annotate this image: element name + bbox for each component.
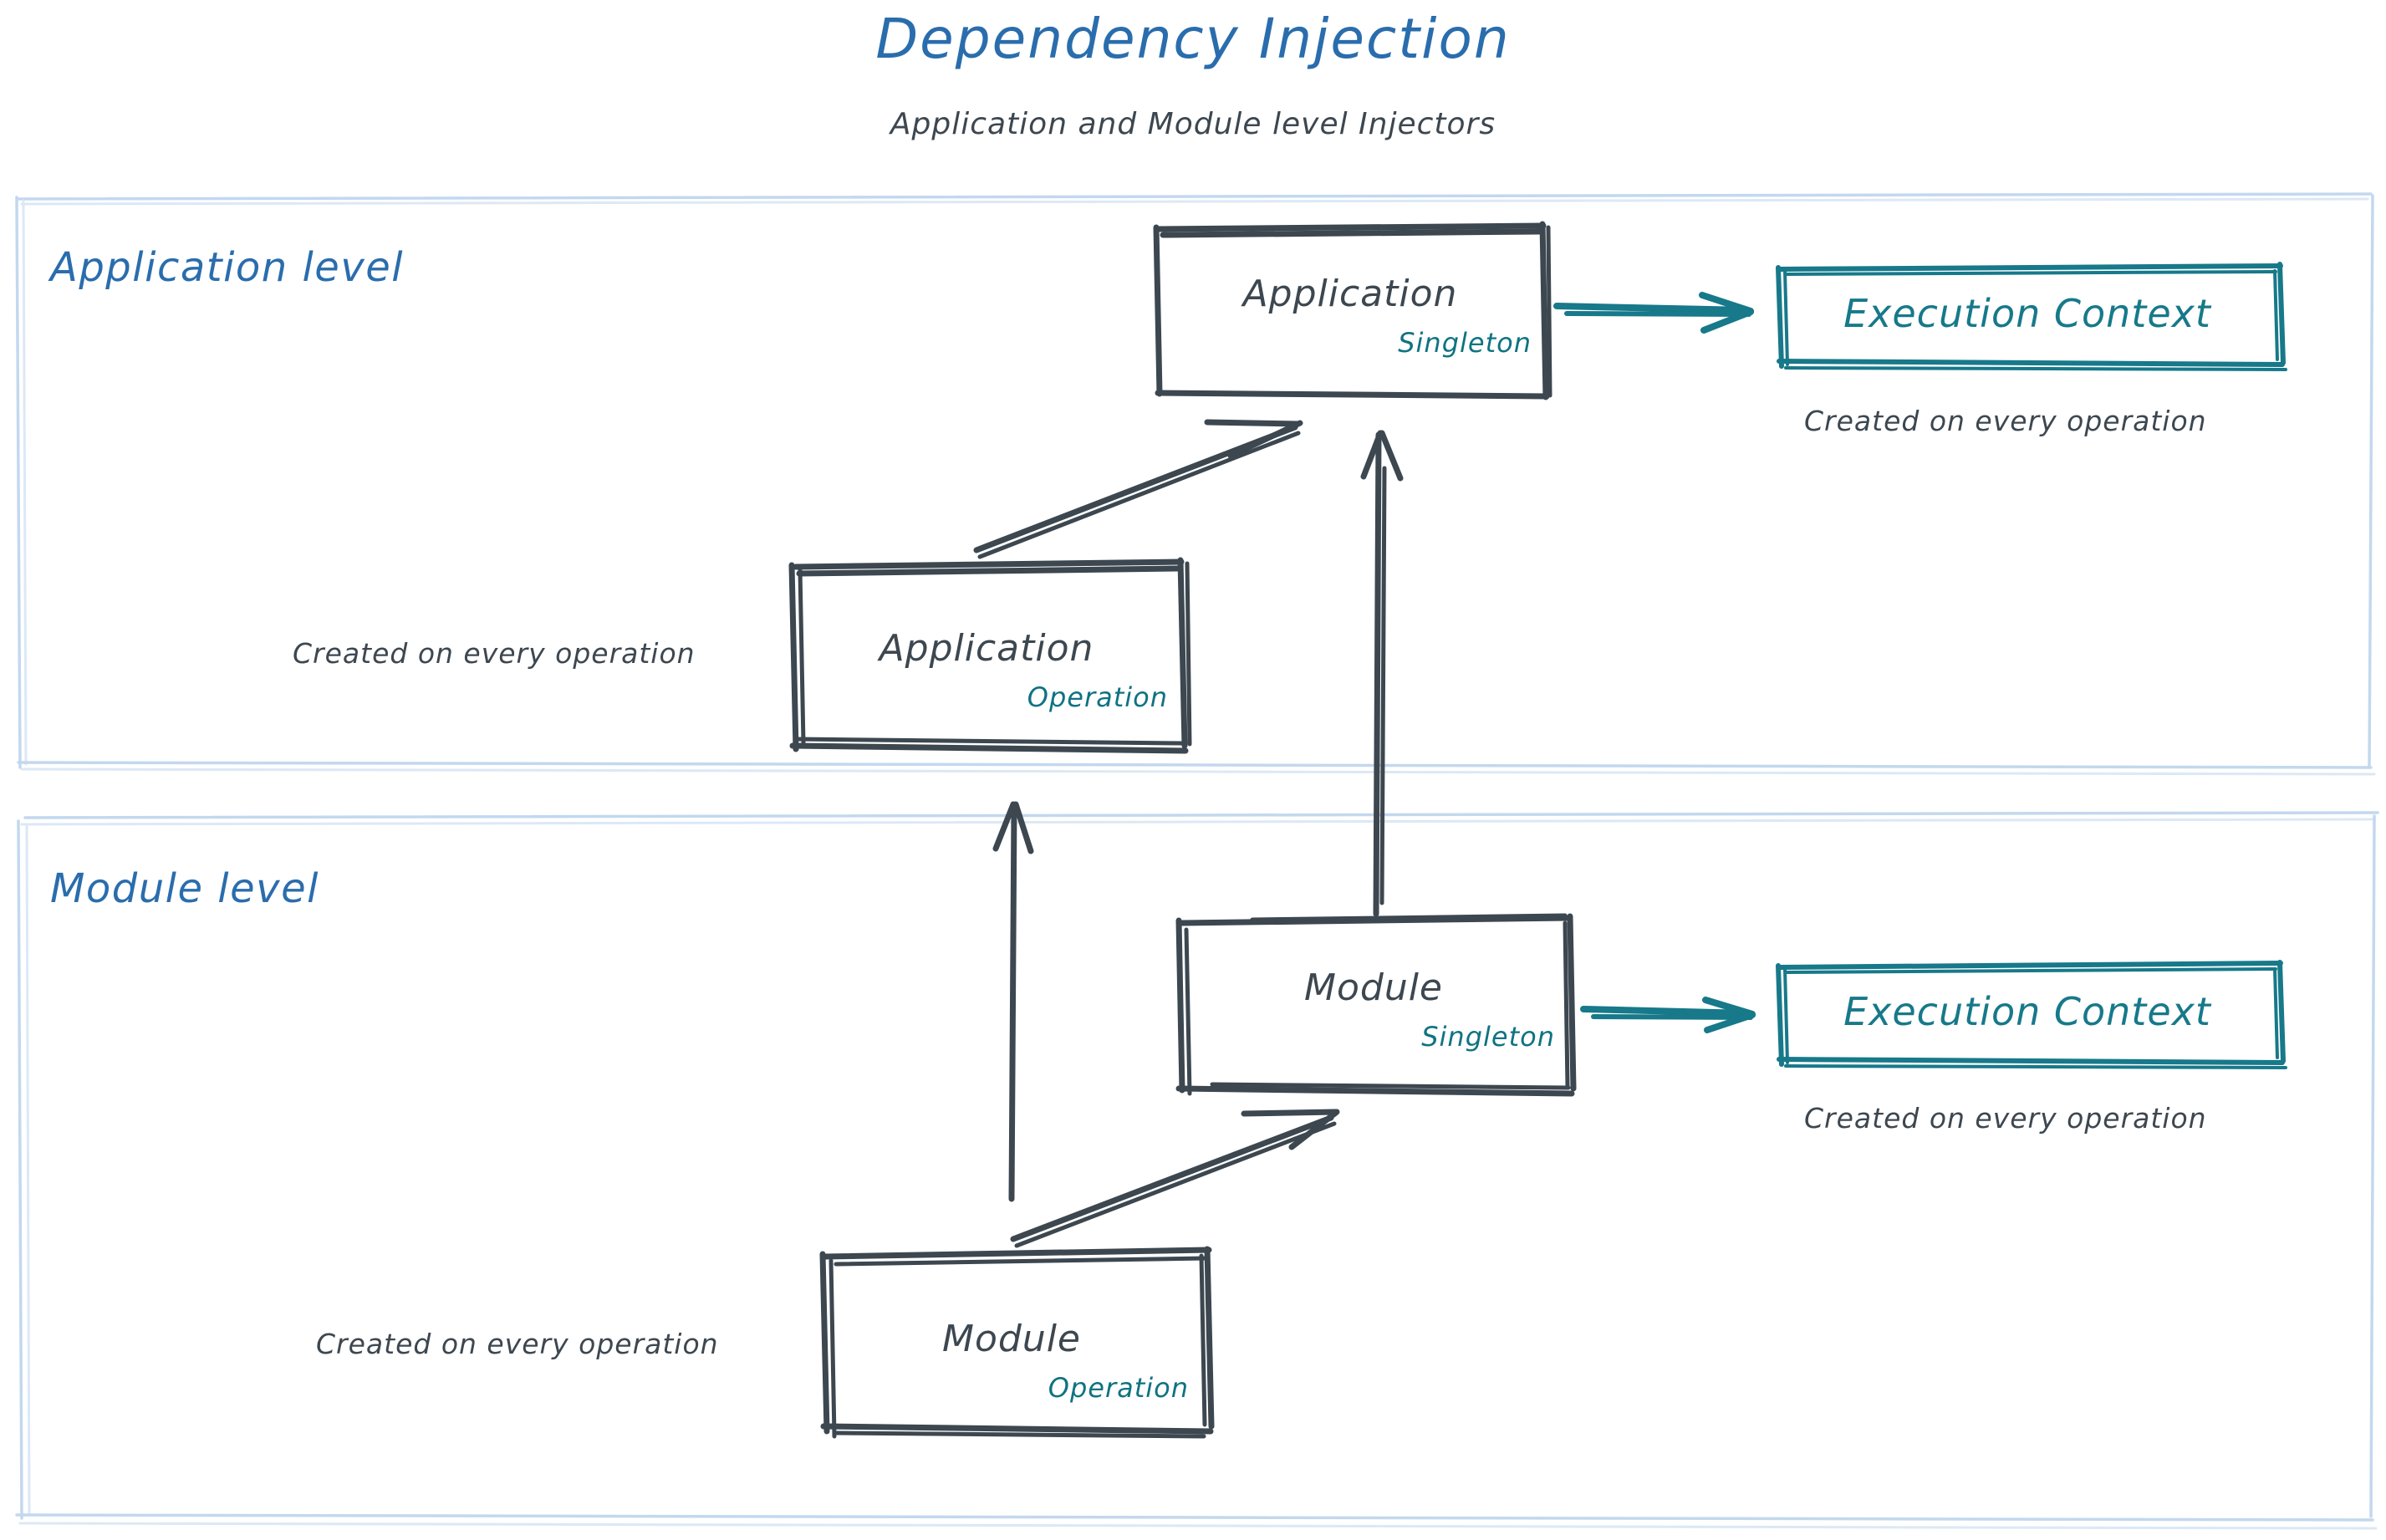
node-application-singleton[interactable]: Application Singleton bbox=[1154, 224, 1547, 395]
node-module-operation-scope: Operation bbox=[1048, 1372, 1189, 1404]
edge-app-singleton-to-context bbox=[1553, 292, 1754, 334]
edge-module-singleton-to-app-singleton bbox=[1360, 430, 1404, 917]
node-execution-context-bottom[interactable]: Execution Context bbox=[1777, 964, 2278, 1063]
node-application-operation[interactable]: Application Operation bbox=[790, 562, 1183, 750]
node-execution-context-top-title: Execution Context bbox=[1843, 291, 2211, 336]
section-label-application-level: Application level bbox=[50, 244, 405, 291]
edge-module-operation-to-module-singleton bbox=[1010, 1109, 1340, 1248]
node-module-operation[interactable]: Module Operation bbox=[819, 1252, 1204, 1445]
note-execution-context-top: Created on every operation bbox=[1804, 405, 2207, 437]
node-module-singleton[interactable]: Module Singleton bbox=[1177, 918, 1570, 1094]
edge-app-operation-to-app-singleton bbox=[973, 419, 1303, 559]
note-application-operation: Created on every operation bbox=[293, 637, 696, 670]
page-subtitle: Application and Module level Injectors bbox=[890, 107, 1496, 141]
node-application-operation-scope: Operation bbox=[1027, 681, 1168, 713]
section-label-module-level: Module level bbox=[50, 865, 319, 912]
page-title: Dependency Injection bbox=[875, 7, 1511, 71]
note-execution-context-bottom: Created on every operation bbox=[1804, 1102, 2207, 1135]
node-module-singleton-title: Module bbox=[1304, 966, 1443, 1009]
node-execution-context-top[interactable]: Execution Context bbox=[1777, 266, 2278, 365]
edge-module-operation-to-app-operation bbox=[992, 801, 1034, 1202]
note-module-operation: Created on every operation bbox=[316, 1328, 719, 1360]
node-application-singleton-scope: Singleton bbox=[1398, 327, 1532, 359]
node-module-operation-title: Module bbox=[942, 1318, 1081, 1360]
edge-module-singleton-to-context bbox=[1580, 997, 1756, 1033]
node-execution-context-bottom-title: Execution Context bbox=[1843, 989, 2211, 1034]
node-application-singleton-title: Application bbox=[1242, 273, 1458, 315]
node-module-singleton-scope: Singleton bbox=[1421, 1021, 1555, 1053]
node-application-operation-title: Application bbox=[879, 627, 1094, 670]
